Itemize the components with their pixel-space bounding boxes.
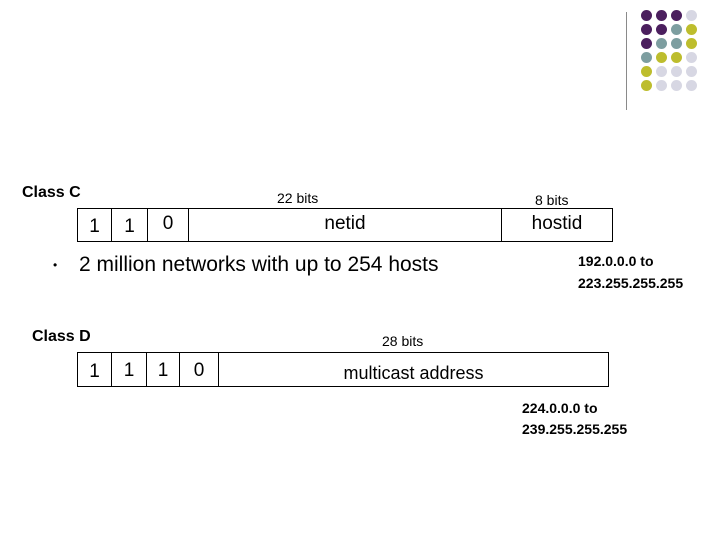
decorative-dot — [686, 10, 697, 21]
decorative-dot — [656, 24, 667, 35]
class-c-netid-bits: 22 bits — [277, 190, 319, 206]
decorative-dot — [641, 24, 652, 35]
class-c-hostid-field: hostid — [531, 213, 583, 234]
decorative-dot — [656, 80, 667, 91]
class-d-separator — [218, 353, 219, 386]
decorative-dot — [656, 52, 667, 63]
decorative-dot — [671, 38, 682, 49]
decorative-divider-line — [626, 12, 627, 110]
decorative-dot — [686, 52, 697, 63]
class-c-bit-2: 1 — [124, 216, 135, 237]
class-c-title: Class C — [22, 184, 81, 201]
class-c-hostid-bits: 8 bits — [535, 192, 569, 208]
class-d-bit-2: 1 — [123, 360, 135, 381]
decorative-dot — [656, 66, 667, 77]
decorative-dot — [641, 38, 652, 49]
class-c-separator — [111, 209, 112, 241]
decorative-dot — [656, 38, 667, 49]
class-c-address-box: 1 1 0 netid hostid — [77, 208, 613, 242]
decorative-dot — [671, 66, 682, 77]
decorative-dot — [686, 38, 697, 49]
class-c-separator — [501, 209, 502, 241]
decorative-dot — [641, 10, 652, 21]
bullet-icon: • — [53, 258, 58, 272]
decorative-dot — [671, 80, 682, 91]
class-d-address-box: 1 1 1 0 multicast address — [77, 352, 609, 387]
class-d-multicast-field: multicast address — [343, 363, 484, 383]
class-c-bit-1: 1 — [89, 216, 100, 237]
decorative-dot — [686, 66, 697, 77]
decorative-dot — [671, 10, 682, 21]
class-d-separator — [111, 353, 112, 386]
class-d-bit-3: 1 — [157, 360, 169, 381]
class-d-separator — [179, 353, 180, 386]
class-d-bit-4: 0 — [193, 360, 205, 381]
class-c-separator — [188, 209, 189, 241]
class-c-range-end: 223.255.255.255 — [578, 275, 684, 291]
decorative-dot-grid — [641, 10, 701, 100]
decorative-dot — [641, 66, 652, 77]
decorative-dot — [671, 52, 682, 63]
class-d-bit-1: 1 — [89, 361, 100, 382]
class-c-separator — [147, 209, 148, 241]
class-c-netid-field: netid — [324, 213, 366, 234]
decorative-dot — [686, 80, 697, 91]
class-c-range-start: 192.0.0.0 to — [578, 253, 654, 269]
class-d-range-end: 239.255.255.255 — [522, 421, 628, 437]
class-c-bit-3: 0 — [162, 213, 174, 234]
decorative-dot — [671, 24, 682, 35]
class-d-separator — [146, 353, 147, 386]
decorative-dot — [656, 10, 667, 21]
class-d-addr-bits: 28 bits — [382, 333, 424, 349]
decorative-dot — [686, 24, 697, 35]
decorative-dot — [641, 80, 652, 91]
class-d-title: Class D — [32, 328, 91, 345]
class-d-range-start: 224.0.0.0 to — [522, 400, 598, 416]
class-c-network-count: 2 million networks with up to 254 hosts — [79, 253, 439, 276]
decorative-dot — [641, 52, 652, 63]
